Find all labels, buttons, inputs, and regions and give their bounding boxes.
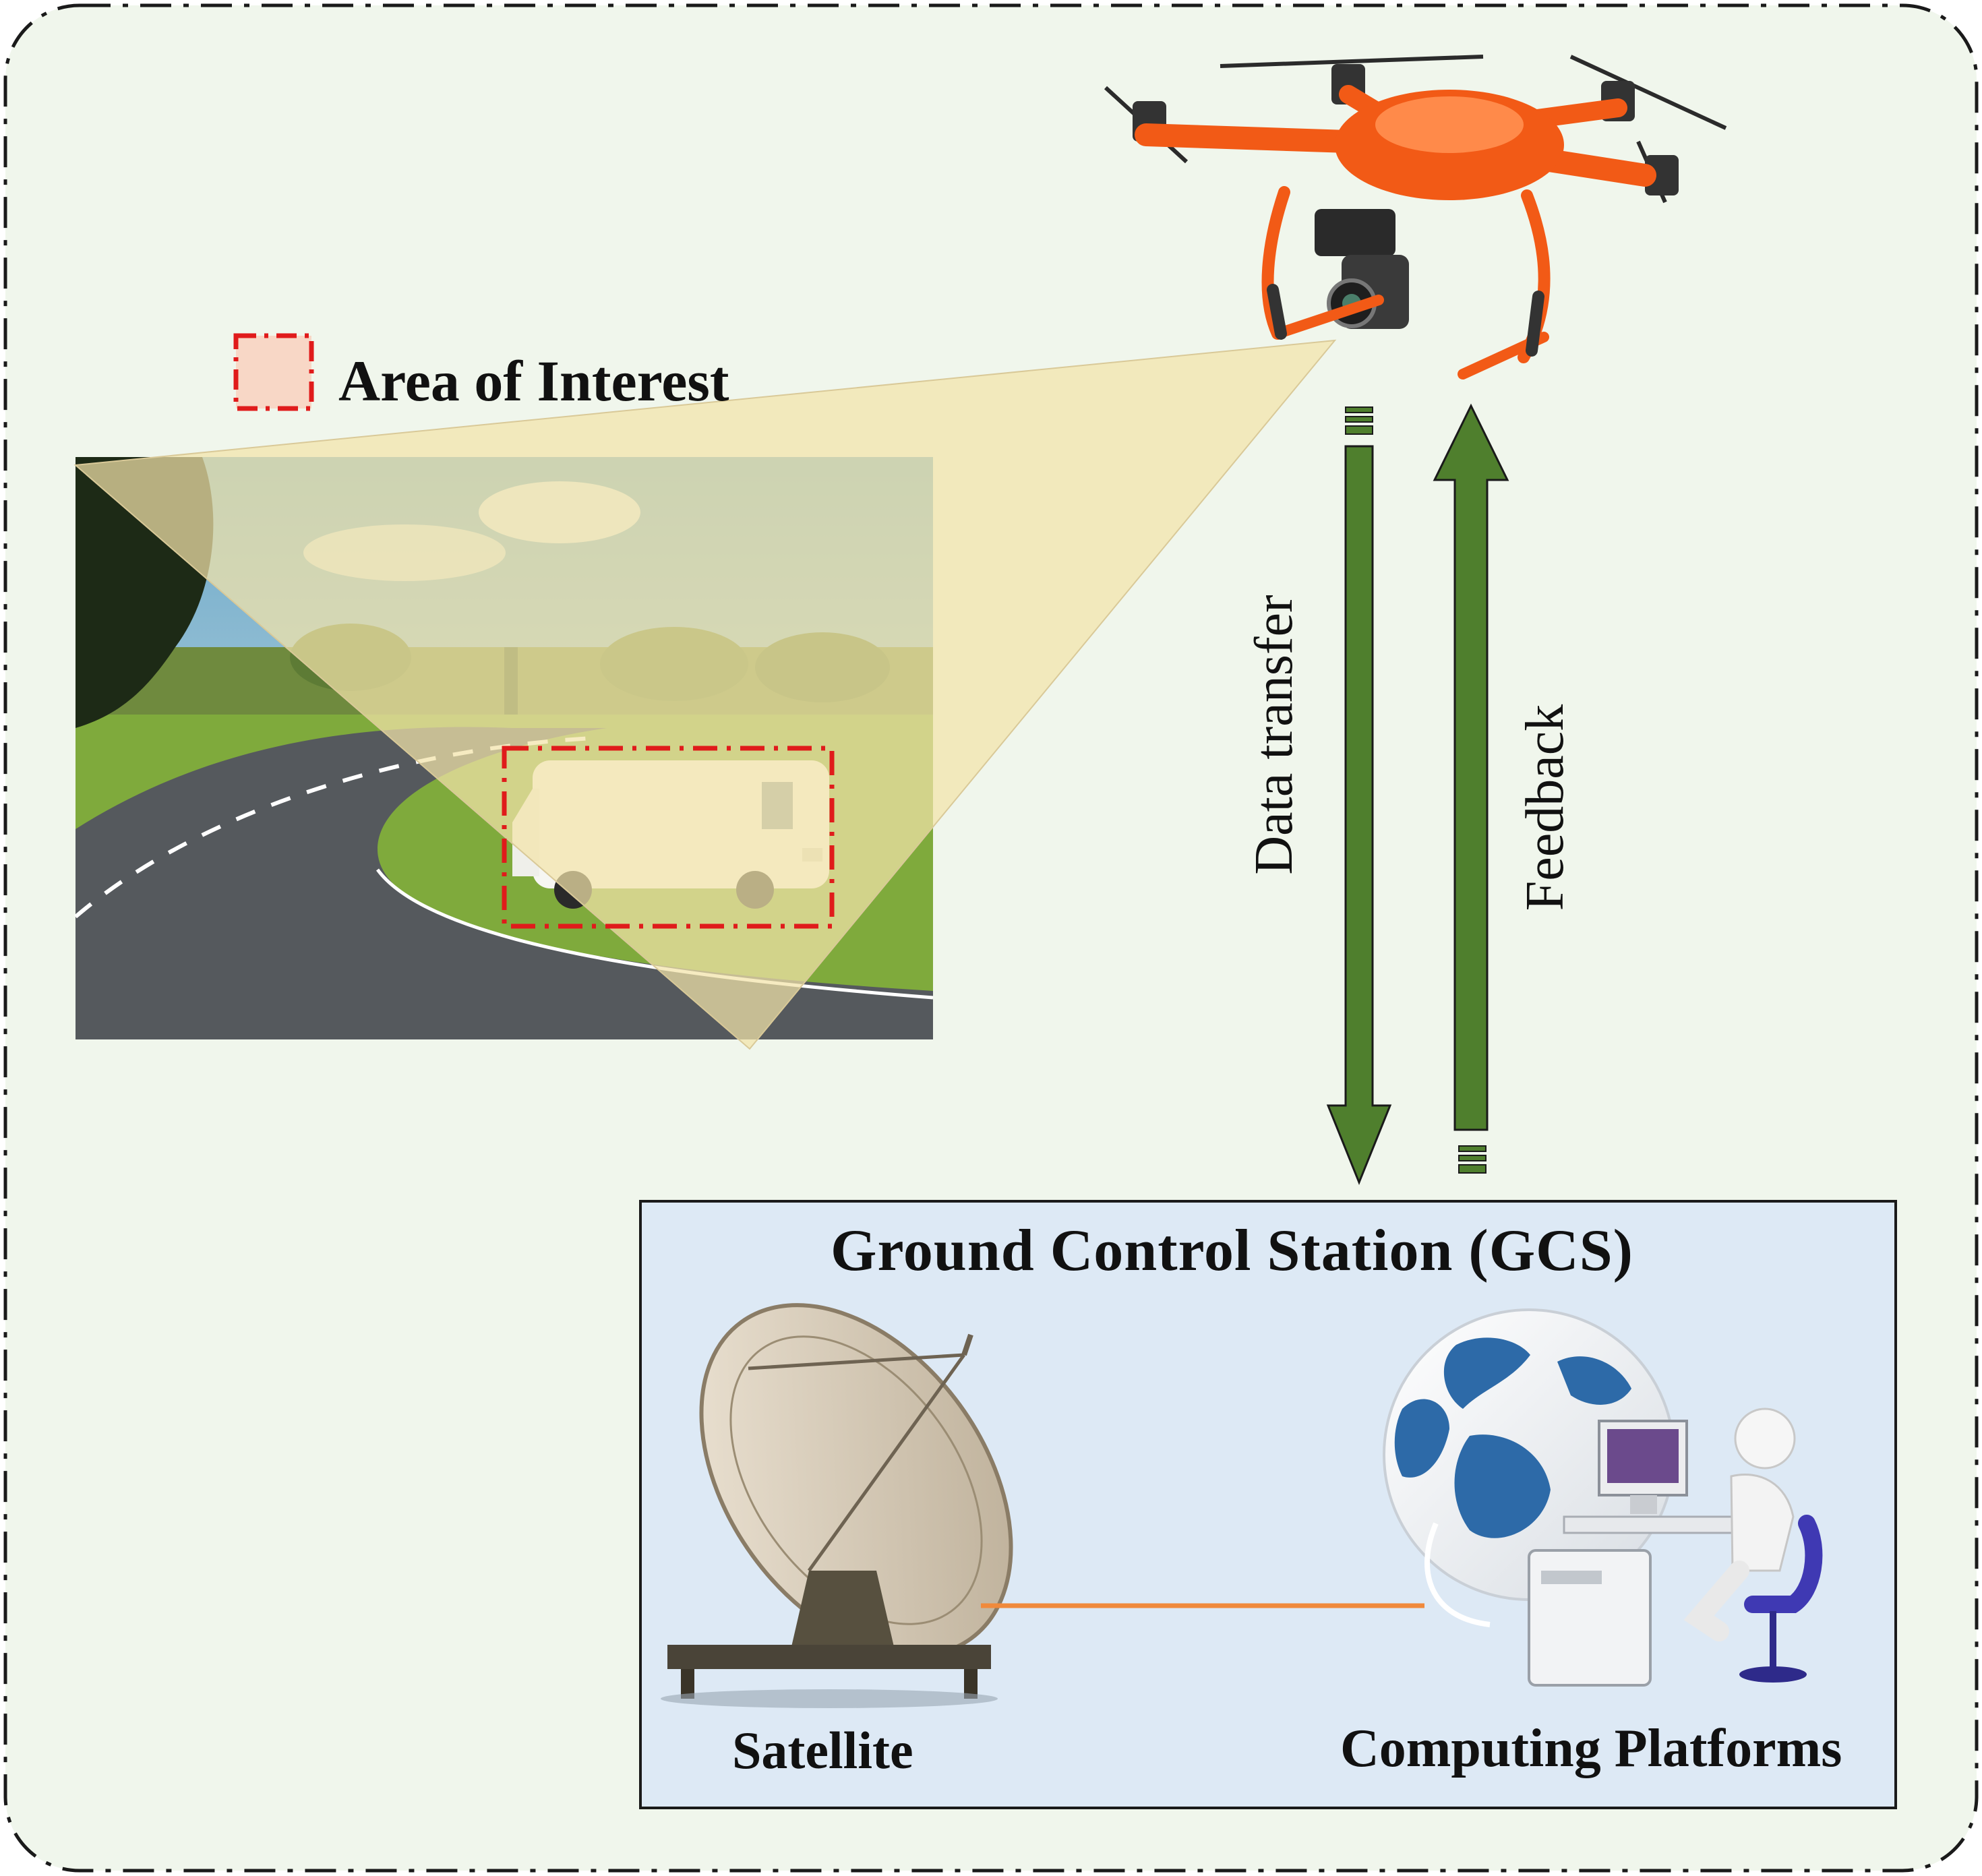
area-of-interest-box	[502, 746, 835, 929]
data-transfer-label: Data transfer	[1244, 595, 1304, 875]
drone-icon	[1104, 55, 1727, 380]
gcs-title: Ground Control Station (GCS)	[831, 1218, 1633, 1283]
area-of-interest-label: Area of Interest	[338, 349, 729, 413]
satellite-dish-icon	[661, 1303, 1013, 1708]
data-transfer-arrow	[1326, 406, 1392, 1186]
area-of-interest-swatch	[233, 333, 314, 411]
satellite-label: Satellite	[732, 1721, 913, 1780]
feedback-arrow	[1433, 403, 1509, 1174]
computing-platform-icon	[1383, 1308, 1823, 1687]
computing-platforms-label: Computing Platforms	[1340, 1719, 1842, 1778]
feedback-label: Feedback	[1515, 704, 1575, 911]
camera-field-of-view	[73, 339, 1337, 1050]
